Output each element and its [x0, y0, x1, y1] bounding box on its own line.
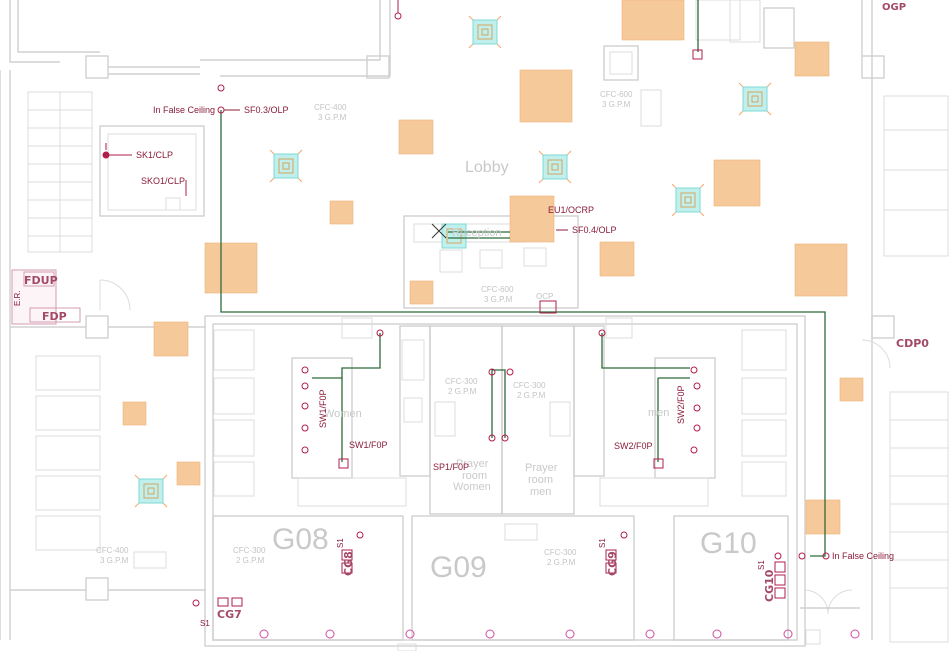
- cfc-label: CFC-600: [481, 285, 514, 294]
- label-sp1: SP1/F0P: [433, 462, 469, 472]
- cfc-label: CFC-400: [314, 103, 347, 112]
- label-in-false-ceiling-top: In False Ceiling: [153, 105, 215, 115]
- room-label-g08: G08: [272, 523, 329, 556]
- label-sw2-vertical: SW2/F0P: [676, 385, 686, 424]
- cfc-label: 3 G.P.M: [318, 113, 347, 122]
- cfc-label: CFC-300: [544, 548, 577, 557]
- label-sw1: SW1/F0P: [349, 440, 388, 450]
- ceiling-panels: [122, 0, 864, 535]
- label-sf03: SF0.3/OLP: [244, 105, 289, 115]
- room-label-prayer-men-1: Prayer: [525, 462, 558, 474]
- cfc-label: 2 G.P.M: [448, 387, 477, 396]
- label-cg10: CG10: [763, 569, 776, 602]
- diffuser: [269, 149, 303, 183]
- label-eu1: EU1/OCRP: [548, 205, 594, 215]
- label-cg9: CG9: [606, 551, 619, 576]
- room-label-prayer-women-3: Women: [453, 481, 491, 493]
- cfc-label: 2 G.P.M: [547, 558, 576, 567]
- diffuser: [134, 474, 168, 508]
- label-sf04: SF0.4/OLP: [572, 225, 617, 235]
- room-label-g09: G09: [430, 551, 487, 584]
- label-s1-bottom: S1: [200, 619, 210, 628]
- label-sk1: SK1/CLP: [136, 150, 173, 160]
- room-label-reception: Reception: [452, 227, 502, 239]
- label-cg7: CG7: [217, 608, 242, 621]
- label-in-false-ceiling-bottom: In False Ceiling: [832, 551, 894, 561]
- cfc-label: CFC-300: [513, 381, 546, 390]
- label-cdp0: CDP0: [896, 337, 929, 350]
- label-sw1-vertical: SW1/F0P: [318, 389, 328, 428]
- cfc-label-ocp: OCP: [536, 292, 553, 301]
- diffuser: [468, 15, 502, 49]
- label-s1-g09: S1: [598, 538, 607, 548]
- piping-network: [220, 0, 826, 557]
- room-label-prayer-women-1: Prayer: [456, 458, 489, 470]
- bottom-device-row: [259, 629, 860, 639]
- label-ogp-top: OGP: [882, 2, 906, 13]
- fire-panel-box: FDUP FDP E.R.: [11, 269, 81, 325]
- device-symbols: [102, 0, 830, 607]
- diffuser: [441, 223, 467, 249]
- cfc-label: CFC-400: [96, 546, 129, 555]
- label-er: E.R.: [13, 290, 22, 306]
- diffuser: [738, 82, 772, 116]
- cfc-label: 3 G.P.M: [602, 100, 631, 109]
- cfc-label: CFC-300: [445, 377, 478, 386]
- label-fdp: FDP: [42, 310, 67, 323]
- cfc-label: 2 G.P.M: [517, 391, 546, 400]
- label-s1-g10: S1: [757, 560, 766, 570]
- cfc-label: 3 G.P.M: [484, 295, 513, 304]
- cfc-label: CFC-600: [600, 90, 633, 99]
- diffuser: [671, 183, 705, 217]
- label-cg8: CG8: [342, 551, 355, 576]
- cfc-label: CFC-300: [233, 546, 266, 555]
- room-label-prayer-women-2: room: [462, 470, 487, 482]
- room-label-g10: G10: [700, 527, 757, 560]
- label-sw2: SW2/F0P: [614, 441, 653, 451]
- room-label-prayer-men-2: room: [528, 474, 553, 486]
- diffuser: [538, 150, 572, 184]
- label-s1-g08: S1: [336, 538, 345, 548]
- room-label-lobby: Lobby: [465, 159, 509, 176]
- cfc-label: 2 G.P.M: [236, 556, 265, 565]
- label-fdup: FDUP: [24, 274, 58, 287]
- air-diffusers: [134, 15, 772, 508]
- label-sko1: SKO1/CLP: [141, 176, 185, 186]
- room-label-prayer-men-3: men: [530, 486, 551, 498]
- cfc-label: 3 G.P.M: [100, 556, 129, 565]
- room-label-women: Women: [324, 408, 362, 420]
- room-label-men: men: [648, 407, 669, 419]
